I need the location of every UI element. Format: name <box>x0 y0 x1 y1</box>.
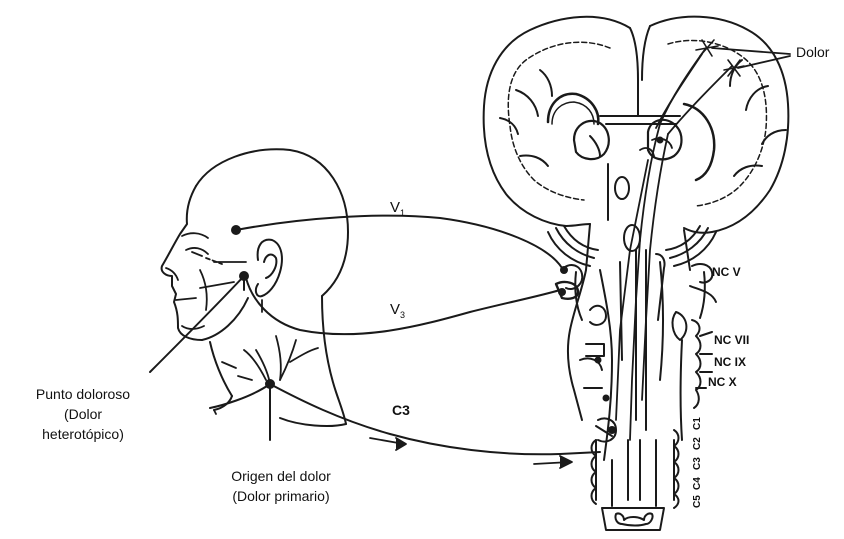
c2-segment-label: C2 <box>690 437 706 450</box>
v3-nucleus-dot <box>558 288 566 296</box>
c3-nucleus-dot <box>608 426 616 434</box>
v1-label: V1 <box>390 200 405 217</box>
arrow-icons <box>370 438 572 468</box>
c3-origin-dot <box>265 379 275 389</box>
c3-segment-label: C3 <box>690 457 706 470</box>
punto-doloroso-line1: Punto doloroso <box>8 386 158 402</box>
v3-label: V3 <box>390 302 405 319</box>
nc-v-label: NC V <box>712 264 741 280</box>
v1-pathway <box>236 216 562 268</box>
dolor-label: Dolor <box>796 44 829 60</box>
c3-pathway <box>270 384 600 454</box>
ix-nucleus-dot <box>595 357 602 364</box>
c1-segment-label: C1 <box>690 417 706 430</box>
v1-subscript: 1 <box>400 208 405 218</box>
head-profile <box>162 149 348 426</box>
nc-x-label: NC X <box>708 374 737 390</box>
pain-point-markers <box>231 137 664 435</box>
origen-line2: (Dolor primario) <box>196 488 366 504</box>
vii-nucleus-dot <box>603 395 610 402</box>
punto-doloroso-line3: heterotópico) <box>8 426 158 442</box>
cranial-nerve-roots <box>673 264 716 440</box>
thalamus-dot <box>657 137 664 144</box>
punto-doloroso-label: Punto doloroso (Dolor heterotópico) <box>8 386 158 442</box>
c3-pathway-label: C3 <box>392 402 410 418</box>
v1-nucleus-dot <box>560 266 568 274</box>
ear <box>256 240 282 297</box>
punto-doloroso-line2: (Dolor <box>8 406 158 422</box>
origen-label: Origen del dolor (Dolor primario) <box>196 468 366 504</box>
c5-segment-label: C5 <box>690 495 706 508</box>
v3-letter: V <box>390 301 400 318</box>
v3-subscript: 3 <box>400 310 405 320</box>
v3-origin-dot <box>239 271 249 281</box>
nc-ix-label: NC IX <box>714 354 746 370</box>
c4-segment-label: C4 <box>690 477 706 490</box>
spinal-cord <box>592 430 679 530</box>
v1-letter: V <box>390 199 400 216</box>
neck-details <box>214 300 318 414</box>
midline <box>600 26 680 220</box>
origen-line1: Origen del dolor <box>196 468 366 484</box>
v1-origin-dot <box>231 225 241 235</box>
nerve-pathways <box>150 216 600 455</box>
nc-vii-label: NC VII <box>714 332 749 348</box>
